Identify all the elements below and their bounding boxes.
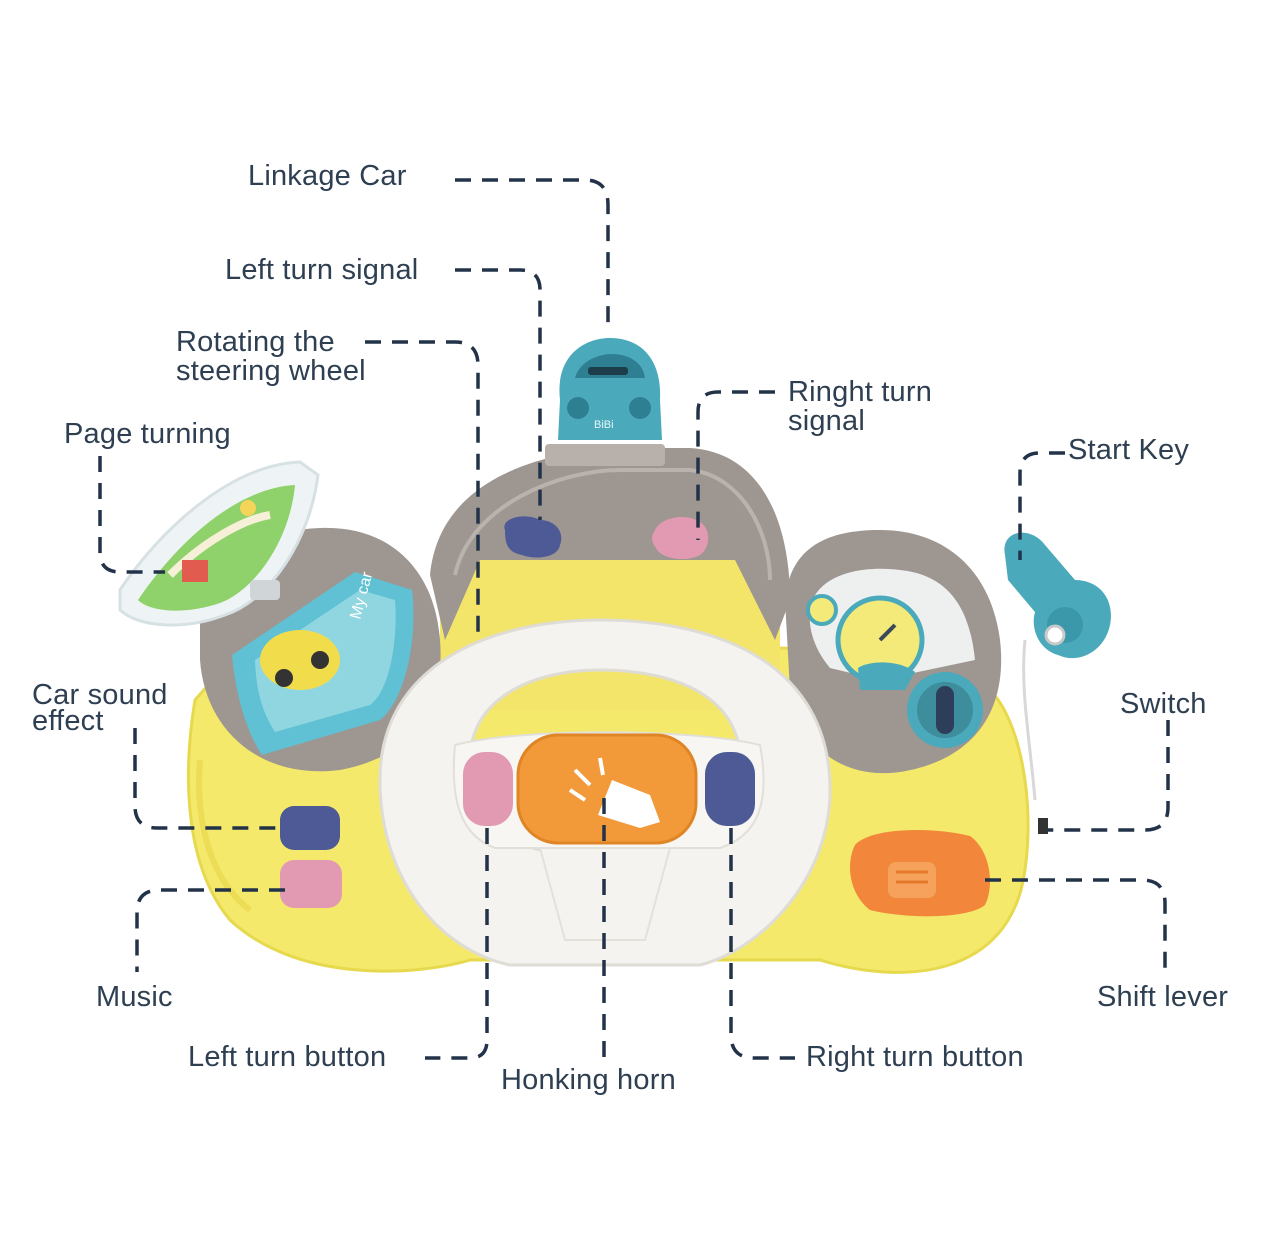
label-rotating-wheel: Rotating the steering wheel xyxy=(176,328,366,386)
leader-left-turn-signal xyxy=(455,268,542,520)
music-button-shape xyxy=(280,860,342,908)
leader-lines xyxy=(98,178,1170,1060)
label-switch: Switch xyxy=(1120,688,1207,720)
label-left-turn-signal: Left turn signal xyxy=(225,254,419,286)
label-left-turn-button: Left turn button xyxy=(188,1041,387,1073)
label-right-turn-signal-line1: Ringht turn xyxy=(788,376,933,408)
label-right-turn-signal-line2: signal xyxy=(788,405,865,437)
leader-shift-lever xyxy=(985,878,1167,975)
leader-music xyxy=(135,888,285,972)
label-page-turning: Page turning xyxy=(64,418,231,450)
leader-start-key xyxy=(1018,451,1065,560)
right-turn-signal-shape xyxy=(652,516,709,560)
leader-page-turning xyxy=(98,456,165,574)
start-key xyxy=(1004,532,1111,801)
label-shift-lever: Shift lever xyxy=(1097,981,1229,1013)
label-car-sound-line1: Car sound xyxy=(32,679,168,711)
left-turn-button-shape xyxy=(463,752,513,826)
leader-linkage-car xyxy=(455,178,610,330)
left-turn-signal-shape xyxy=(504,516,562,558)
label-car-sound-effect: Car sound effect xyxy=(32,679,168,737)
label-linkage-car: Linkage Car xyxy=(248,160,407,192)
toy-steering-wheel: My car xyxy=(118,338,1111,974)
leader-left-turn-button xyxy=(425,828,489,1060)
car-plate-text: BiBi xyxy=(594,419,614,431)
label-right-turn-signal: Ringht turn signal xyxy=(788,378,932,436)
label-car-sound-line2: effect xyxy=(32,705,104,737)
label-music: Music xyxy=(96,981,173,1013)
right-turn-button-shape xyxy=(705,752,755,826)
label-rotating-wheel-line2: steering wheel xyxy=(176,355,366,387)
leader-car-sound xyxy=(133,728,285,830)
leader-right-turn-button xyxy=(729,828,795,1060)
leader-right-turn-signal xyxy=(696,390,775,540)
label-honking-horn: Honking horn xyxy=(501,1064,676,1096)
label-start-key: Start Key xyxy=(1068,434,1190,466)
label-rotating-wheel-line1: Rotating the xyxy=(176,326,335,358)
leader-rotating-wheel xyxy=(365,340,480,640)
flip-book xyxy=(118,460,320,627)
label-right-turn-button: Right turn button xyxy=(806,1041,1024,1073)
linkage-car: BiBi xyxy=(558,338,662,440)
car-sound-button-shape xyxy=(280,806,340,850)
horn-button-shape xyxy=(516,733,698,845)
leader-switch xyxy=(1048,720,1170,832)
